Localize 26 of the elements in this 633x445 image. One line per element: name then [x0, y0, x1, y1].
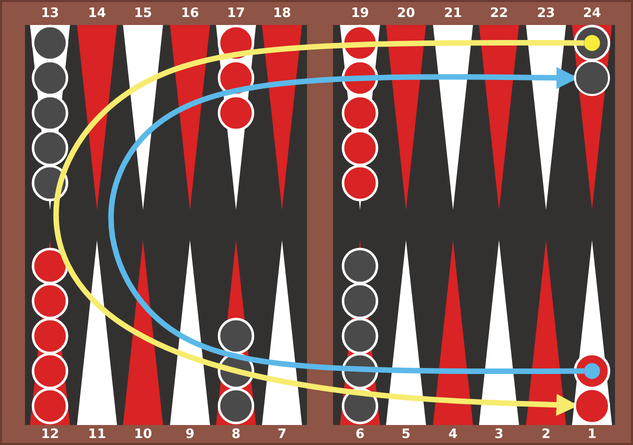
point-number: 1 — [586, 427, 598, 443]
point-number: 24 — [582, 6, 602, 22]
point-number: 11 — [86, 427, 108, 443]
curved-arrow — [108, 67, 584, 374]
point-number: 16 — [180, 6, 200, 22]
point-number: 6 — [354, 427, 366, 443]
point-number: 20 — [396, 6, 416, 22]
point-number: 19 — [350, 6, 370, 22]
point-number: 14 — [86, 6, 108, 22]
point-number: 13 — [40, 6, 60, 22]
point-number: 9 — [184, 427, 196, 443]
point-number: 12 — [40, 427, 60, 443]
point-number: 3 — [493, 427, 505, 443]
point-number: 4 — [447, 427, 459, 443]
point-number: 8 — [230, 427, 242, 443]
point-number: 22 — [488, 6, 510, 22]
point-number: 10 — [132, 427, 154, 443]
point-number: 18 — [272, 6, 292, 22]
point-number: 7 — [276, 427, 288, 443]
point-number: 21 — [442, 6, 464, 22]
point-number: 15 — [132, 6, 154, 22]
point-number: 17 — [226, 6, 246, 22]
point-number: 5 — [400, 427, 412, 443]
point-number: 2 — [540, 427, 552, 443]
curved-arrow — [53, 40, 584, 416]
point-number: 23 — [536, 6, 556, 22]
